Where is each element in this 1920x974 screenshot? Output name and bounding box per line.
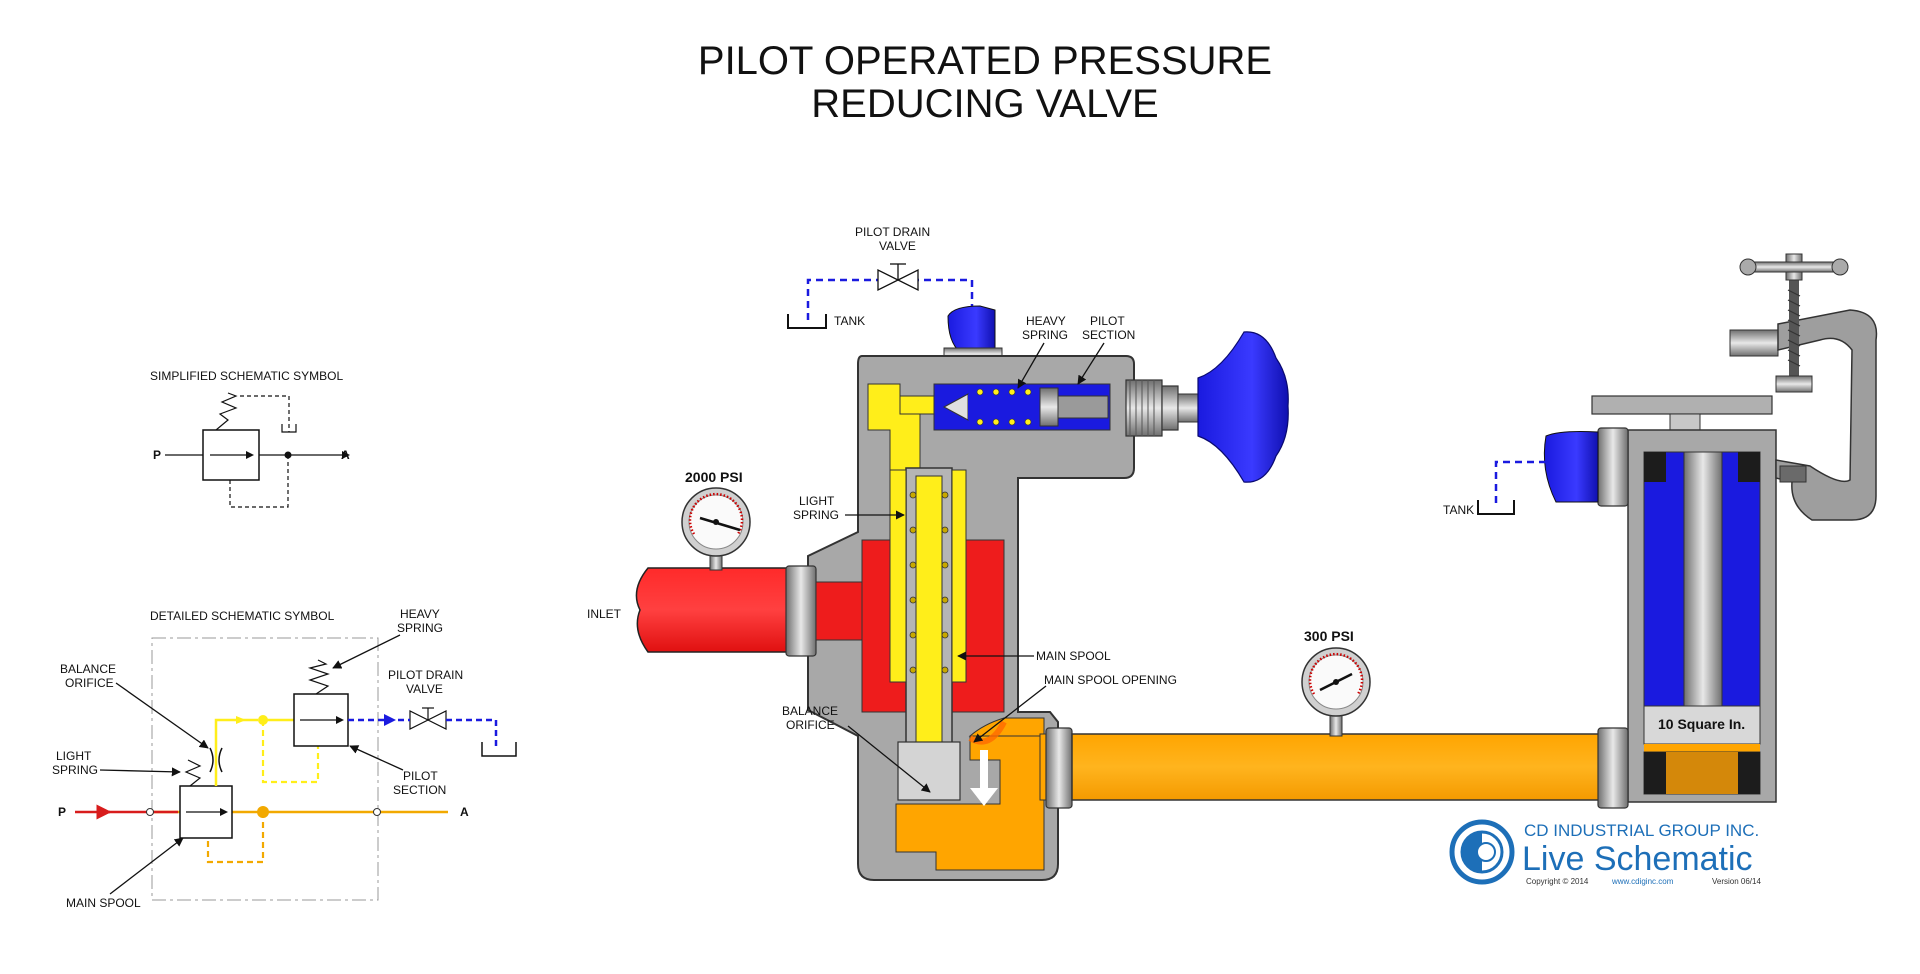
detailed-pilot-drain-valve-1: PILOT DRAIN	[388, 668, 463, 682]
cutaway-pilot-drain-valve-2: VALVE	[879, 239, 916, 253]
logo-version: Version 06/14	[1712, 877, 1761, 886]
simplified-port-a: A	[341, 448, 350, 462]
outlet-pressure-gauge	[1301, 647, 1371, 737]
detailed-port-p: P	[58, 805, 66, 819]
detailed-pilot-section-1: PILOT	[403, 769, 438, 783]
detailed-light-spring-1: LIGHT	[56, 749, 92, 763]
logo-copyright: Copyright © 2014	[1526, 877, 1589, 886]
cutaway-heavy-spring-2: SPRING	[1022, 328, 1068, 342]
title-line-1: PILOT OPERATED PRESSURE	[698, 39, 1272, 83]
company-logo: CD INDUSTRIAL GROUP INC. Live Schematic …	[1449, 819, 1761, 886]
simplified-heading: SIMPLIFIED SCHEMATIC SYMBOL	[150, 369, 343, 383]
cutaway-main-spool-opening: MAIN SPOOL OPENING	[1044, 673, 1177, 687]
cutaway-pilot-drain-valve-1: PILOT DRAIN	[855, 225, 930, 239]
cutaway-outlet-pressure: 300 PSI	[1304, 628, 1354, 644]
detailed-pilot-drain-valve-2: VALVE	[406, 682, 443, 696]
cutaway-pilot-section-1: PILOT	[1090, 314, 1125, 328]
cutaway-main-spool: MAIN SPOOL	[1036, 649, 1111, 663]
cutaway-light-spring-1: LIGHT	[799, 494, 835, 508]
detailed-heavy-spring-2: SPRING	[397, 621, 443, 635]
title-line-2: REDUCING VALVE	[811, 82, 1158, 126]
c-clamp	[1729, 253, 1878, 521]
detailed-main-spool: MAIN SPOOL	[66, 896, 141, 910]
cutaway-pilot-section-2: SECTION	[1082, 328, 1135, 342]
cutaway-heavy-spring-1: HEAVY	[1026, 314, 1066, 328]
logo-product: Live Schematic	[1522, 840, 1753, 878]
logo-url: www.cdiginc.com	[1611, 877, 1674, 886]
valve-cutaway: PILOT DRAIN VALVE TANK HEAVY SPRING PILO…	[587, 225, 1878, 881]
detailed-heavy-spring-1: HEAVY	[400, 607, 440, 621]
detailed-port-a: A	[460, 805, 469, 819]
cutaway-balance-orifice-1: BALANCE	[782, 704, 838, 718]
cutaway-balance-orifice-2: ORIFICE	[786, 718, 835, 732]
cutaway-tank-right: TANK	[1443, 503, 1474, 517]
cutaway-inlet-pressure: 2000 PSI	[685, 469, 743, 485]
simplified-port-p: P	[153, 448, 161, 462]
simplified-schematic-symbol: SIMPLIFIED SCHEMATIC SYMBOL P A	[150, 369, 350, 508]
detailed-light-spring-2: SPRING	[52, 763, 98, 777]
cutaway-cylinder-area: 10 Square In.	[1658, 716, 1745, 732]
inlet-pressure-gauge	[681, 487, 751, 571]
detailed-balance-orifice-2: ORIFICE	[65, 676, 114, 690]
cutaway-light-spring-2: SPRING	[793, 508, 839, 522]
logo-company: CD INDUSTRIAL GROUP INC.	[1524, 821, 1759, 840]
cutaway-inlet: INLET	[587, 607, 622, 621]
detailed-pilot-section-2: SECTION	[393, 783, 446, 797]
detailed-schematic-symbol: DETAILED SCHEMATIC SYMBOL	[52, 607, 517, 910]
detailed-balance-orifice-1: BALANCE	[60, 662, 116, 676]
detailed-heading: DETAILED SCHEMATIC SYMBOL	[150, 609, 335, 623]
cutaway-tank-left: TANK	[834, 314, 865, 328]
